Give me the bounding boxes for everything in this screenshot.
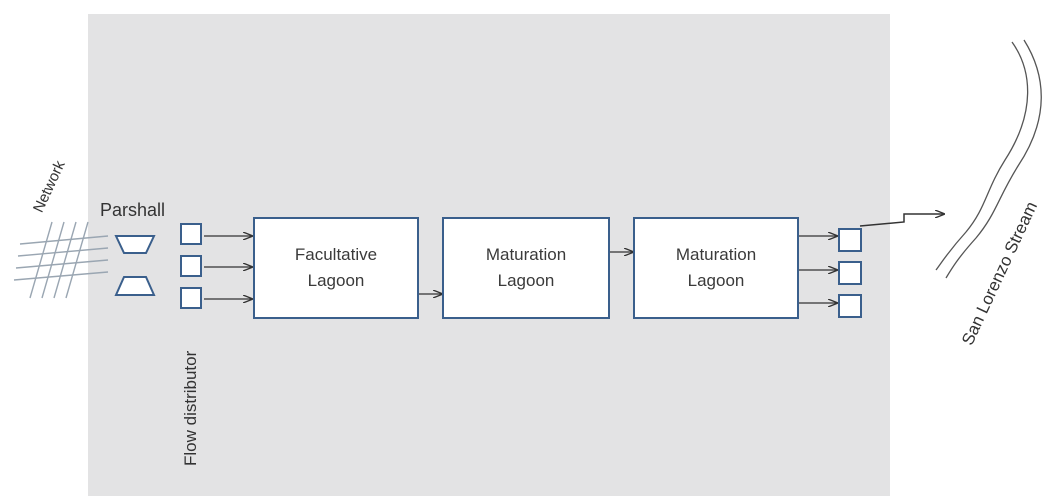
parshall-flume-icon (114, 235, 156, 296)
flow-distributor-box-2 (180, 255, 202, 277)
lagoon-1-line2: Lagoon (307, 271, 365, 290)
parshall-label: Parshall (100, 200, 166, 220)
facultative-lagoon-box: Facultative Lagoon (253, 217, 419, 319)
outlet-box-3 (838, 294, 862, 318)
lagoon-3-line1: Maturation (675, 244, 757, 264)
arrow-discharge (859, 214, 944, 227)
flow-distributor-label: Flow distributor (181, 350, 200, 466)
lagoon-3-line2: Lagoon (687, 271, 745, 290)
network-icon (13, 221, 109, 299)
outlet-box-1 (838, 228, 862, 252)
lagoon-1-line1: Facultative (294, 244, 378, 264)
flow-distributor-box-1 (180, 223, 202, 245)
maturation-lagoon-2-box: Maturation Lagoon (633, 217, 799, 319)
stream-icon (935, 39, 1042, 279)
maturation-lagoon-1-box: Maturation Lagoon (442, 217, 610, 319)
outlet-box-2 (838, 261, 862, 285)
flow-distributor-box-3 (180, 287, 202, 309)
lagoon-2-line1: Maturation (485, 244, 567, 264)
lagoon-2-line2: Lagoon (497, 271, 555, 290)
